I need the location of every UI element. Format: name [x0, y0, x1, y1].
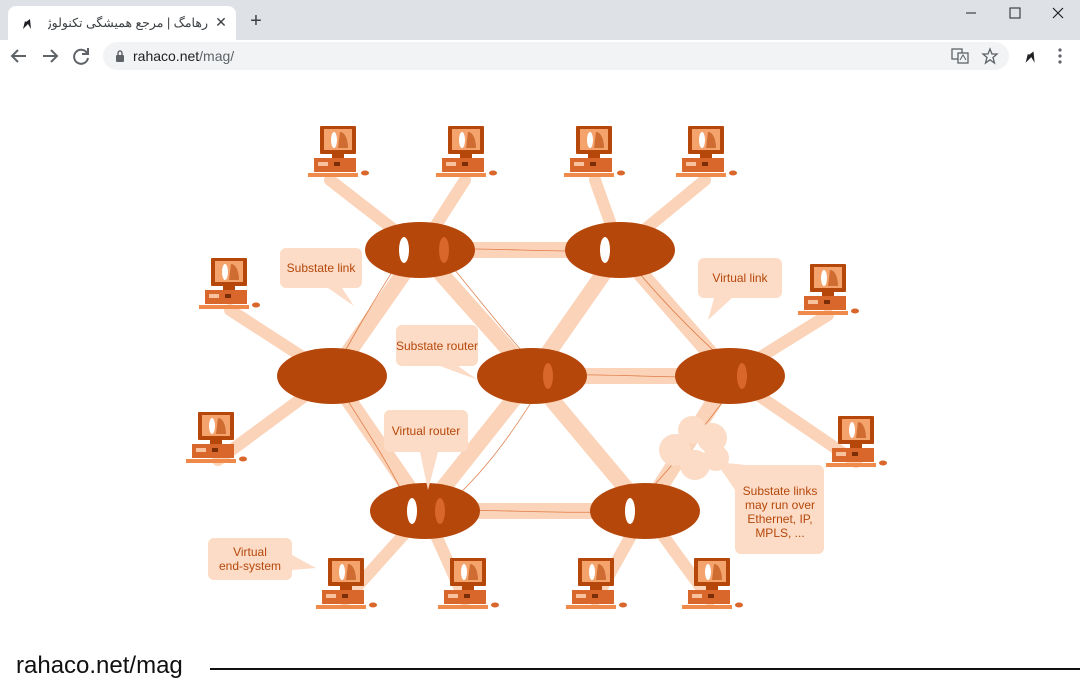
computer-icon: [199, 258, 260, 309]
reload-icon[interactable]: [69, 44, 93, 68]
tab-close-icon[interactable]: ✕: [215, 14, 227, 30]
label-virtual-end-system-line2: end-system: [219, 559, 281, 573]
close-window-icon[interactable]: [1043, 4, 1073, 22]
cloud-icon: [659, 416, 729, 480]
bookmark-star-icon[interactable]: [981, 47, 999, 65]
computer-icon: [436, 126, 497, 177]
forward-arrow-icon[interactable]: [38, 44, 62, 68]
url-path: /mag/: [199, 48, 235, 64]
new-tab-button[interactable]: +: [250, 10, 262, 32]
url-text: rahaco.net/mag/: [133, 48, 234, 64]
network-virtualization-diagram: Substate link Virtual link Substate rout…: [186, 126, 887, 609]
computer-icon: [798, 264, 859, 315]
watermark-text: rahaco.net/mag: [16, 652, 183, 679]
translate-icon[interactable]: [951, 47, 969, 65]
browser-menu-icon[interactable]: [1051, 45, 1069, 67]
tab-strip: رهامگ | مرجع همیشگی تکنولوژی | ✕ +: [0, 0, 1080, 40]
callout-substate-router: Substate router: [396, 325, 478, 380]
router-middle-left: [277, 348, 387, 404]
router-middle-right: [675, 348, 785, 404]
label-substate-links-line4: MPLS, ...: [755, 526, 804, 540]
label-virtual-link: Virtual link: [712, 271, 768, 285]
substrate-routers: [277, 222, 785, 539]
router-top-left: [365, 222, 475, 278]
label-substate-links-line3: Ethernet, IP,: [747, 512, 812, 526]
callout-substate-link: Substate link: [280, 248, 362, 306]
lock-icon: [116, 50, 124, 62]
label-substate-links-line2: may run over: [745, 498, 815, 512]
toolbar: rahaco.net/mag/: [0, 40, 1080, 72]
router-bottom-right: [590, 483, 700, 539]
label-substate-link: Substate link: [287, 261, 357, 275]
minimize-window-icon[interactable]: [956, 4, 986, 22]
label-substate-links-line1: Substate links: [743, 484, 818, 498]
computer-icon: [676, 126, 737, 177]
router-center: [477, 348, 587, 404]
computer-icon: [308, 126, 369, 177]
url-host: rahaco.net: [133, 48, 200, 64]
callout-substate-links-note: Substate links may run over Ethernet, IP…: [716, 462, 824, 554]
maximize-window-icon[interactable]: [1000, 4, 1030, 22]
browser-tab[interactable]: رهامگ | مرجع همیشگی تکنولوژی | ✕: [8, 6, 236, 40]
callout-virtual-end-system: Virtual end-system: [208, 538, 316, 580]
label-virtual-end-system-line1: Virtual: [233, 545, 267, 559]
router-top-right: [565, 222, 675, 278]
rahamag-favicon-icon: [21, 17, 31, 29]
label-virtual-router: Virtual router: [392, 424, 460, 438]
back-arrow-icon[interactable]: [7, 44, 31, 68]
tab-title: رهامگ | مرجع همیشگی تکنولوژی |: [48, 16, 208, 30]
footer-divider: [210, 668, 1080, 670]
callout-virtual-router: Virtual router: [384, 410, 468, 490]
address-bar[interactable]: rahaco.net/mag/: [103, 42, 1009, 70]
computer-icon: [186, 412, 247, 463]
router-bottom-left: [370, 483, 480, 539]
callout-virtual-link: Virtual link: [698, 258, 782, 320]
label-substate-router: Substate router: [396, 339, 478, 353]
extension-icon[interactable]: [1020, 47, 1038, 65]
computer-icon: [564, 126, 625, 177]
